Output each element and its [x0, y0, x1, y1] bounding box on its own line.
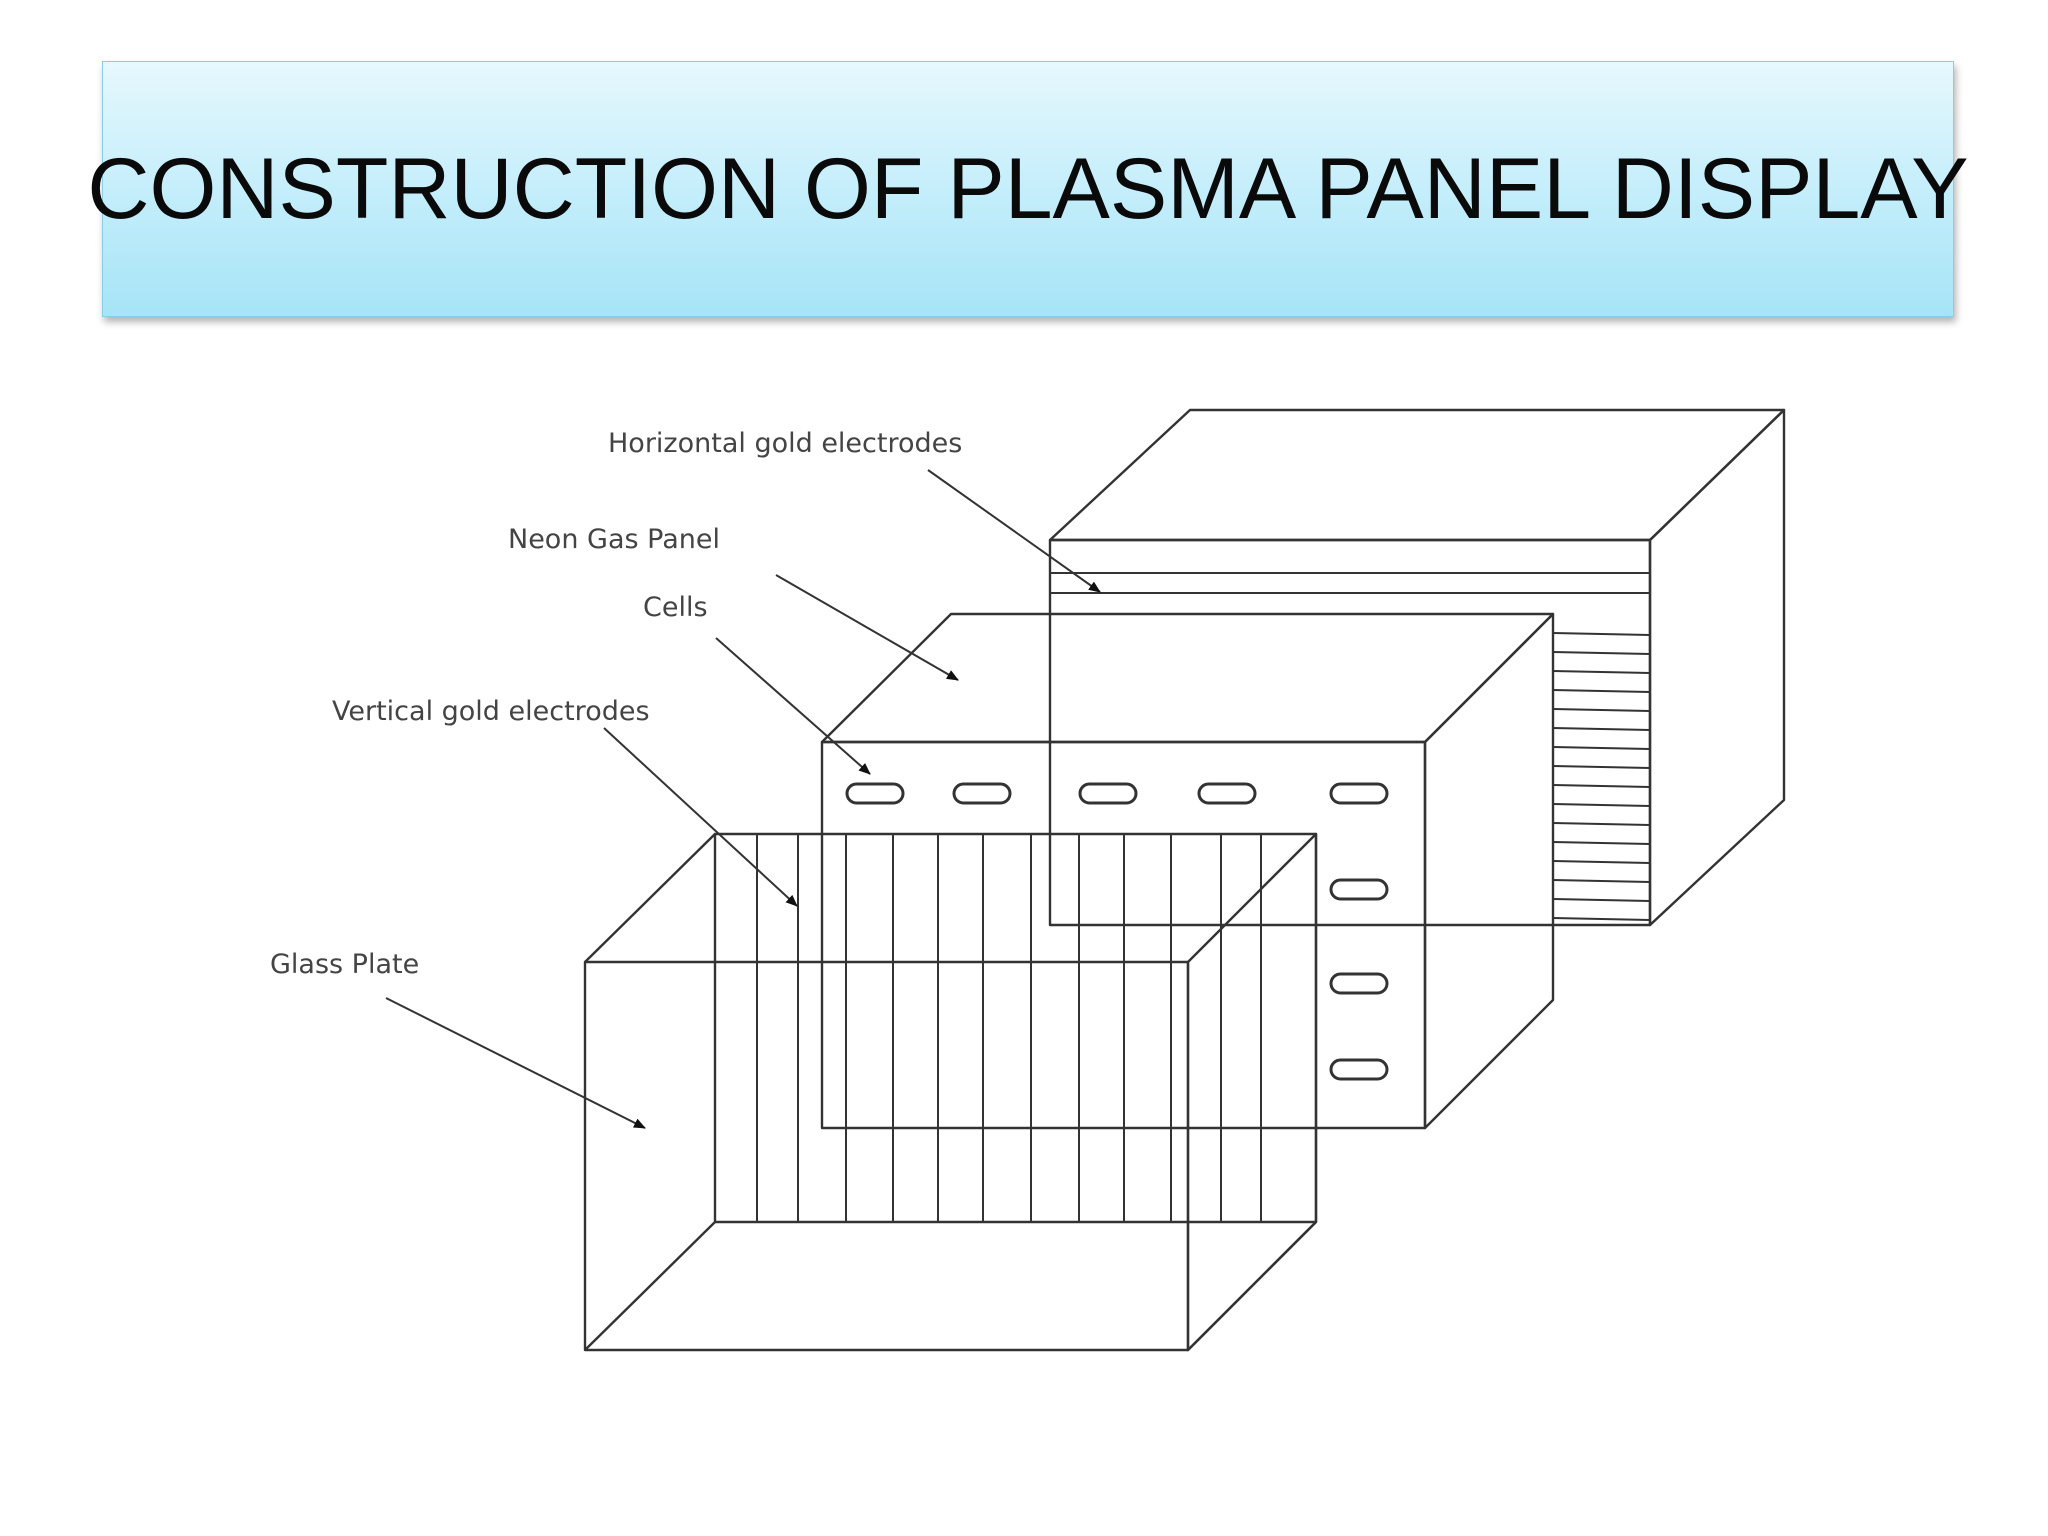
- back-block-front-face: [1048, 538, 1652, 927]
- middle-block-front-face: [820, 740, 1427, 1130]
- horizontal-electrode-line: [1552, 841, 1651, 845]
- cell: [845, 782, 905, 805]
- front-block-front-face: [583, 960, 1190, 1352]
- front-block-edge-bottom-right: [1187, 1221, 1317, 1351]
- horizontal-electrode-line: [1552, 879, 1651, 883]
- horizontal-electrode-block: [1048, 408, 1786, 927]
- arrow-neon-gas-panel: [775, 574, 959, 681]
- horizontal-electrode-line: [1552, 803, 1651, 807]
- horizontal-electrode-line: [1552, 784, 1651, 788]
- label-neon-gas-panel: Neon Gas Panel: [508, 524, 720, 555]
- horizontal-electrode-line: [1552, 651, 1651, 655]
- horizontal-electrode-line: [1552, 727, 1651, 731]
- horizontal-electrode-line: [1552, 670, 1651, 674]
- cell: [1197, 782, 1257, 805]
- horizontal-electrode-line: [1552, 632, 1651, 636]
- label-glass-plate: Glass Plate: [270, 949, 419, 980]
- arrow-horizontal-electrodes: [927, 469, 1101, 593]
- label-vertical-electrodes: Vertical gold electrodes: [332, 696, 650, 727]
- horizontal-electrode-line: [1552, 822, 1651, 826]
- front-block-edge-bottom-left: [584, 1221, 716, 1351]
- back-block-side-face: [1648, 408, 1786, 927]
- horizontal-electrode-line: [1552, 708, 1651, 712]
- back-block-top-face: [1048, 408, 1786, 542]
- arrow-glass-plate: [385, 997, 646, 1129]
- cell: [1329, 1058, 1389, 1081]
- cell: [952, 782, 1012, 805]
- cell: [1329, 972, 1389, 995]
- label-horizontal-electrodes: Horizontal gold electrodes: [608, 428, 962, 459]
- slide-title: CONSTRUCTION OF PLASMA PANEL DISPLAY: [87, 140, 1969, 237]
- horizontal-electrode-line: [1552, 746, 1651, 750]
- horizontal-electrode-line: [1552, 898, 1651, 902]
- horizontal-electrode-line: [1552, 860, 1651, 864]
- horizontal-electrode-line: [1552, 689, 1651, 693]
- front-block-side-face: [1186, 832, 1318, 1352]
- horizontal-electrode-line: [1552, 917, 1651, 921]
- title-banner: CONSTRUCTION OF PLASMA PANEL DISPLAY: [87, 61, 1969, 317]
- vertical-electrode-lines: [756, 834, 1262, 1222]
- middle-block-side-face: [1423, 612, 1555, 1130]
- horizontal-electrode-line: [1552, 765, 1651, 769]
- label-cells: Cells: [643, 592, 708, 623]
- neon-gas-panel-block: [820, 612, 1555, 1130]
- front-block-edge-top-left: [584, 833, 716, 963]
- horizontal-electrode-lines: [1050, 572, 1651, 921]
- cell: [1329, 782, 1389, 805]
- cell: [1329, 878, 1389, 901]
- arrow-cells: [715, 637, 871, 775]
- arrow-vertical-electrodes: [603, 727, 798, 907]
- glass-plate-block: [583, 832, 1318, 1352]
- front-block-back-face: [713, 832, 1318, 1224]
- cells-group: [845, 782, 1389, 1081]
- cell: [1078, 782, 1138, 805]
